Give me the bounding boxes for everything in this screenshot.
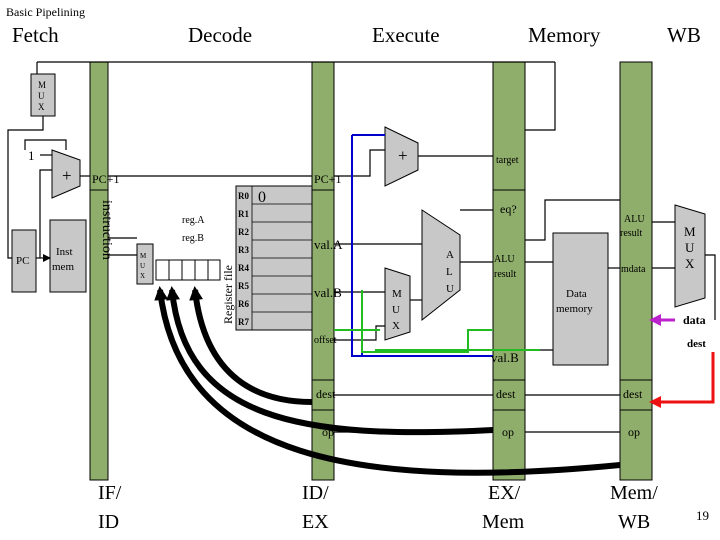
data-memory-line2: memory — [556, 303, 593, 315]
if-id-label-1: IF/ — [98, 482, 122, 504]
wb-mux-u: U — [685, 240, 695, 255]
reg-b-label: reg.B — [182, 233, 204, 244]
target-adder — [384, 126, 419, 187]
id-ex-pc1: PC+1 — [314, 172, 341, 186]
decode-mux-m: M — [140, 252, 147, 260]
alu — [421, 209, 461, 322]
reg-r2: R2 — [238, 227, 249, 237]
eq-label: eq? — [500, 202, 517, 216]
reg-r5: R5 — [238, 281, 249, 291]
exec-mux-u: U — [392, 304, 400, 316]
stage-label-memory: Memory — [528, 23, 601, 47]
id-ex-val-a: val.A — [314, 237, 343, 252]
pc-box — [11, 229, 37, 293]
id-ex-label-2: EX — [302, 511, 329, 533]
ex-mem-val-b: val.B — [491, 350, 519, 365]
writeback-arrows — [154, 286, 621, 476]
one-constant: 1 — [28, 148, 35, 163]
ex-mem-dest: dest — [496, 387, 516, 401]
decode-mux-box — [136, 243, 154, 285]
fetch-mux-m: M — [38, 80, 46, 90]
data-memory-line1: Data — [566, 288, 587, 300]
ex-mem-op: op — [502, 425, 514, 439]
exec-mux-m: M — [392, 288, 402, 300]
reg-r3: R3 — [238, 245, 249, 255]
fetch-mux-box — [30, 73, 56, 117]
forwarding-wires — [334, 134, 715, 408]
if-id-label-2: ID — [98, 511, 119, 533]
page-number: 19 — [696, 508, 709, 523]
pc-label: PC — [16, 255, 29, 267]
wb-mux — [674, 204, 706, 308]
instruction-label: instruction — [99, 200, 114, 260]
alu-a: A — [446, 249, 454, 261]
id-ex-val-b: val.B — [314, 285, 342, 300]
mem-wb-op: op — [628, 425, 640, 439]
fetch-mux-u: U — [38, 91, 45, 101]
mem-wb-alu-result-1: ALU — [624, 214, 645, 225]
reg-r1: R1 — [238, 209, 249, 219]
fetch-adder-plus: + — [62, 166, 72, 185]
reg-a-label: reg.A — [182, 215, 205, 226]
if-id-pc1: PC+1 — [92, 172, 119, 186]
stage-label-wb: WB — [667, 23, 701, 47]
wb-mux-m: M — [684, 224, 696, 239]
slide-title: Basic Pipelining — [6, 5, 85, 19]
target-label: target — [496, 155, 519, 166]
mem-wb-dest: dest — [623, 387, 643, 401]
data-memory-box — [552, 232, 609, 366]
register-index-box — [155, 259, 221, 281]
mem-wb-label-2: WB — [618, 511, 650, 533]
reg-r7: R7 — [238, 317, 249, 327]
register-field-dividers — [90, 189, 652, 411]
id-ex-label-1: ID/ — [302, 482, 329, 504]
inst-mem-line2: mem — [52, 261, 74, 273]
ex-mem-alu-result-1: ALU — [494, 254, 515, 265]
fetch-mux-x: X — [38, 102, 45, 112]
r0-zero-value: 0 — [258, 189, 266, 206]
alu-u: U — [446, 283, 454, 295]
wb-dest-label: dest — [687, 338, 706, 350]
stage-label-execute: Execute — [372, 23, 440, 47]
ex-mem-alu-result-2: result — [494, 269, 516, 280]
exec-mux-x: X — [392, 320, 400, 332]
execute-mux — [384, 267, 411, 341]
wb-data-label: data — [683, 313, 706, 327]
target-adder-plus: + — [398, 146, 408, 165]
fetch-adder — [51, 149, 81, 199]
decode-mux-u: U — [140, 262, 145, 270]
mem-wb-label-1: Mem/ — [610, 482, 658, 504]
id-ex-offset: offset — [314, 335, 337, 346]
stage-label-decode: Decode — [188, 23, 252, 47]
decode-mux-x: X — [140, 272, 145, 280]
register-file-label: Register file — [221, 265, 235, 324]
reg-r4: R4 — [238, 263, 249, 273]
inst-mem-line1: Inst — [56, 246, 73, 258]
inst-mem-box — [49, 219, 87, 293]
reg-r0: R0 — [238, 191, 249, 201]
alu-l: L — [446, 266, 453, 278]
id-ex-op: op — [322, 425, 334, 439]
register-rows — [251, 186, 312, 330]
mem-wb-alu-result-2: result — [620, 228, 642, 239]
wb-mux-x: X — [685, 256, 695, 271]
ex-mem-label-2: Mem — [482, 511, 525, 533]
stage-label-fetch: Fetch — [12, 23, 59, 47]
mem-wb-mdata: mdata — [621, 264, 646, 275]
ex-mem-label-1: EX/ — [488, 482, 521, 504]
reg-r6: R6 — [238, 299, 249, 309]
id-ex-dest: dest — [316, 387, 336, 401]
